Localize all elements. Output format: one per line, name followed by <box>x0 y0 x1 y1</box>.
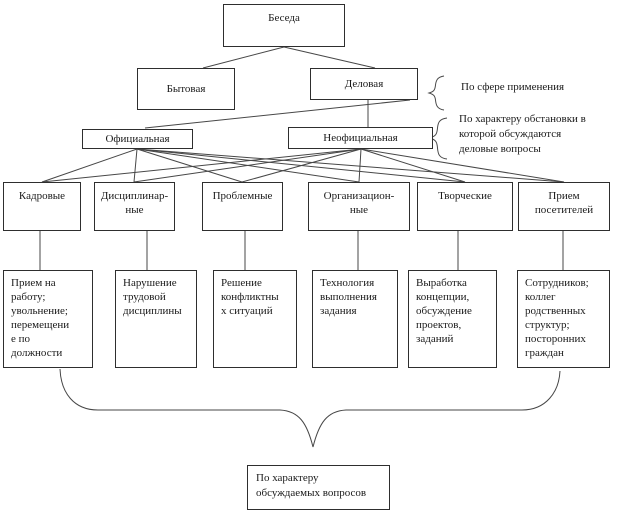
edge-informal-visitors <box>360 148 565 183</box>
type-box-organizational: Организацион- ные <box>308 182 410 231</box>
edge-informal-problem <box>241 148 362 183</box>
edge-informal-creative <box>360 148 466 183</box>
connector-lines <box>39 46 565 270</box>
annotation-situation: По характеру обстановки в которой обсужд… <box>459 113 586 155</box>
node-official: Официальная <box>82 129 193 149</box>
type-box-disciplinary: Дисциплинар- ные <box>94 182 175 231</box>
brace-scope-icon <box>427 75 445 111</box>
node-business: Деловая <box>310 68 418 100</box>
edge-official-visitors <box>136 148 565 183</box>
edge-official-personnel <box>41 148 138 183</box>
annotation-scope: По сфере применения <box>461 81 565 93</box>
node-conversation: Беседа <box>223 4 345 47</box>
detail-box-creative: Выработка концепции, обсуждение проектов… <box>408 270 497 368</box>
edge-official-disciplinary <box>133 148 138 183</box>
detail-box-organizational: Технология выполнения задания <box>312 270 398 368</box>
bottom-category-box: По характеру обсуждаемых вопросов <box>247 465 390 510</box>
node-everyday: Бытовая <box>137 68 235 110</box>
edge-official-problem <box>136 148 243 183</box>
edge-informal-personnel <box>41 148 362 183</box>
type-box-creative: Творческие <box>417 182 513 231</box>
detail-box-disciplinary: Нарушение трудовой дисциплины <box>115 270 197 368</box>
edge-informal-organizational <box>358 148 362 183</box>
edge-business-official <box>144 99 411 129</box>
detail-box-problem: Решение конфликтны х ситуаций <box>213 270 297 368</box>
type-box-visitors: Прием посетителей <box>518 182 610 231</box>
type-box-problem: Проблемные <box>202 182 283 231</box>
detail-box-personnel: Прием на работу; увольнение; перемещени … <box>3 270 93 368</box>
detail-box-visitors: Сотрудников; коллег родственных структур… <box>517 270 610 368</box>
edge-root-everyday <box>202 46 285 69</box>
node-informal: Неофициальная <box>288 127 433 149</box>
edge-root-business <box>283 46 376 69</box>
brace-questions-icon <box>59 368 561 448</box>
type-box-personnel: Кадровые <box>3 182 81 231</box>
edge-informal-disciplinary <box>133 148 362 183</box>
